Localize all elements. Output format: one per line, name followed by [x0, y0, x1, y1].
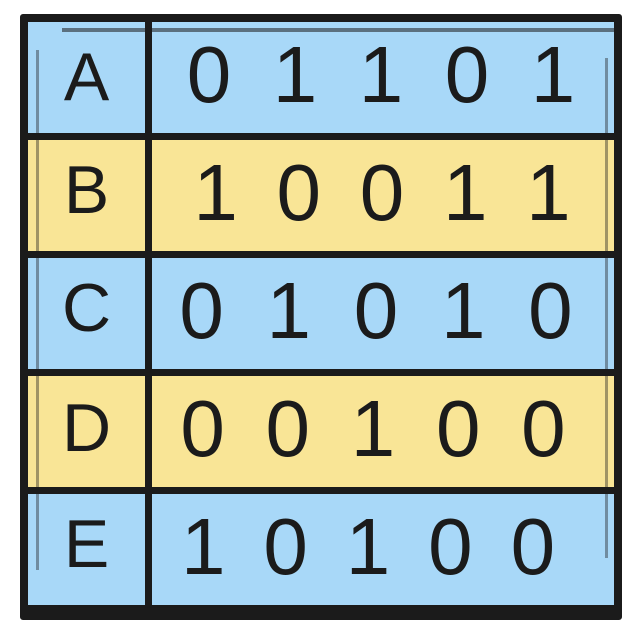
- digit-cell: 1: [180, 501, 226, 591]
- table-row: B 1 0 0 1 1: [28, 140, 614, 258]
- digit-cell: 0: [428, 501, 473, 591]
- row-label-cell: D: [28, 376, 152, 487]
- row-label-text: D: [61, 389, 112, 466]
- digit-cell: 0: [276, 147, 322, 237]
- digit-strip: 1 0 0 1 1: [152, 140, 614, 251]
- digit-cell: 1: [350, 383, 396, 473]
- table-row: C 0 1 0 1 0: [28, 258, 614, 376]
- digit-cell: 0: [444, 29, 490, 119]
- digit-cell: 0: [528, 265, 573, 355]
- digit-strip: 0 0 1 0 0: [152, 376, 614, 487]
- digit-cell: 0: [186, 29, 232, 119]
- digit-strip: 0 1 0 1 0: [152, 258, 614, 369]
- digit-cell: 0: [180, 383, 225, 473]
- table-row: E 1 0 1 0 0: [28, 494, 614, 612]
- digit-cell: 0: [510, 501, 556, 591]
- row-label-cell: B: [28, 140, 152, 251]
- digit-cell: 0: [179, 265, 224, 355]
- binary-table: A 0 1 1 0 1 B 1 0 0 1: [20, 14, 622, 620]
- row-label-text: B: [63, 151, 110, 228]
- row-label-text: C: [61, 269, 112, 346]
- row-label-cell: E: [28, 494, 152, 605]
- table-row: D 0 0 1 0 0: [28, 376, 614, 494]
- row-digits-cell: 1 0 0 1 1: [152, 140, 614, 251]
- row-label-text: E: [63, 505, 110, 582]
- digit-strip: 1 0 1 0 0: [152, 494, 614, 605]
- digit-cell: 0: [435, 383, 481, 473]
- row-digits-cell: 0 1 0 1 0: [152, 258, 614, 369]
- digit-cell: 1: [442, 147, 488, 237]
- digit-cell: 1: [266, 265, 312, 355]
- digit-cell: 1: [440, 265, 486, 355]
- digit-cell: 0: [521, 383, 566, 473]
- row-label-text: A: [63, 38, 110, 115]
- digit-cell: 0: [263, 501, 308, 591]
- digit-cell: 0: [265, 383, 311, 473]
- table-row: A 0 1 1 0 1: [28, 22, 614, 140]
- row-label-cell: C: [28, 258, 152, 369]
- row-digits-cell: 0 1 1 0 1: [152, 22, 614, 133]
- row-label-cell: A: [28, 22, 152, 133]
- digit-strip: 0 1 1 0 1: [152, 22, 614, 133]
- row-digits-cell: 1 0 1 0 0: [152, 494, 614, 605]
- digit-cell: 0: [353, 265, 399, 355]
- digit-cell: 0: [359, 147, 405, 237]
- digit-cell: 1: [345, 501, 391, 591]
- row-digits-cell: 0 0 1 0 0: [152, 376, 614, 487]
- digit-cell: 1: [193, 147, 238, 237]
- digit-cell: 1: [272, 29, 318, 119]
- digit-cell: 1: [526, 147, 571, 237]
- digit-cell: 1: [530, 29, 576, 119]
- digit-cell: 1: [358, 29, 404, 119]
